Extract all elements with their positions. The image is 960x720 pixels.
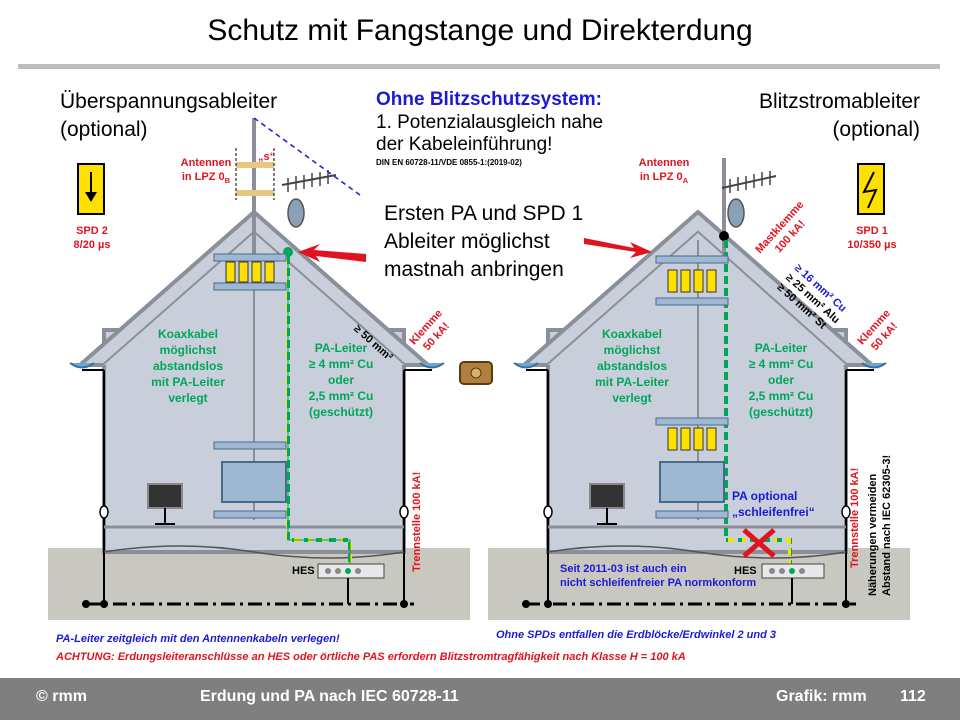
center-block: Ohne Blitzschutzsystem: 1. Potenzialausg… xyxy=(376,89,604,167)
right-multiswitch xyxy=(659,461,725,503)
clamp-icon xyxy=(459,361,493,385)
right-heading: Blitzstromableiter (optional) xyxy=(758,90,920,141)
right-house xyxy=(488,158,910,620)
left-heading: Überspannungsableiter (optional) xyxy=(60,90,278,141)
spd-note: Ohne SPDs entfallen die Erdblöcke/Erdwin… xyxy=(496,629,776,641)
right-coax-label: Koaxkabel möglichst abstandslos mit PA-L… xyxy=(595,327,669,405)
proximity-note: Näherungen vermeiden Abstand nach IEC 62… xyxy=(867,454,893,596)
footer-credit: Grafik: rmm xyxy=(776,688,867,705)
cross-mark xyxy=(742,528,776,558)
right-antenna-label: Antennen in LPZ 0A xyxy=(638,157,690,186)
left-house xyxy=(48,117,470,620)
right-tv xyxy=(589,483,625,509)
left-tv xyxy=(147,483,183,509)
distance-s-label: „s“ xyxy=(258,151,276,163)
left-pa-bar-top xyxy=(213,253,287,291)
footer-page-number: 112 xyxy=(900,688,926,705)
since-2011-note: Seit 2011-03 ist auch ein nicht schleife… xyxy=(560,563,757,589)
left-trennstelle: Trennstelle 100 kA! xyxy=(411,471,423,572)
right-trennstelle: Trennstelle 100 kA! xyxy=(849,467,861,568)
right-hes-label: HES xyxy=(734,565,757,577)
footer-topic: Erdung und PA nach IEC 60728-11 xyxy=(200,688,459,705)
spd1-symbol xyxy=(857,163,885,215)
slide-title: Schutz mit Fangstange und Direkterdung xyxy=(207,14,753,47)
spd2-label: SPD 2 8/20 µs xyxy=(73,225,111,251)
left-arrow xyxy=(298,244,366,262)
left-multiswitch xyxy=(221,461,287,503)
pa-optional-label: PA optional „schleifenfrei“ xyxy=(732,489,815,519)
right-ground xyxy=(488,548,910,620)
right-arrow xyxy=(584,238,652,258)
title-divider xyxy=(18,64,940,69)
left-pa-label: PA-Leiter ≥ 4 mm² Cu oder 2,5 mm² Cu (ge… xyxy=(308,341,374,419)
warning-note: ACHTUNG: Erdungsleiteranschlüsse an HES … xyxy=(56,651,686,663)
left-ground xyxy=(48,548,470,620)
spd1-label: SPD 1 10/350 µs xyxy=(847,225,897,251)
footer-copyright: © rmm xyxy=(36,688,87,705)
footer-bar xyxy=(0,678,960,720)
center-note: Ersten PA und SPD 1 Ableiter möglichst m… xyxy=(384,202,584,281)
left-coax-label: Koaxkabel möglichst abstandslos mit PA-L… xyxy=(151,327,225,405)
right-pa-label: PA-Leiter ≥ 4 mm² Cu oder 2,5 mm² Cu (ge… xyxy=(748,341,814,419)
pa-note: PA-Leiter zeitgleich mit den Antennenkab… xyxy=(56,633,340,645)
left-hes-label: HES xyxy=(292,565,315,577)
left-antenna-label: Antennen in LPZ 0B xyxy=(180,157,232,186)
